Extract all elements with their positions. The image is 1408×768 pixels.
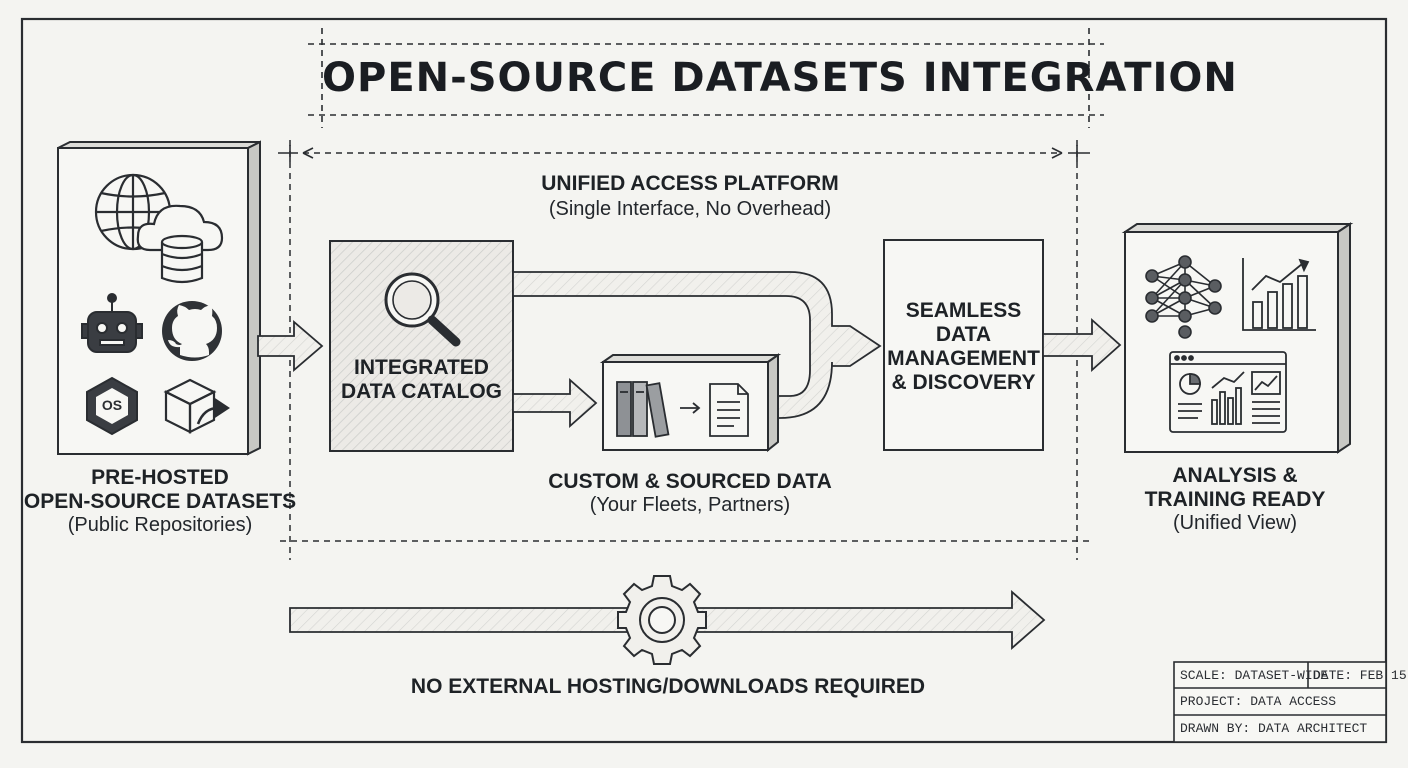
title-box bbox=[308, 28, 1104, 128]
source-label-line2: OPEN-SOURCE DATASETS bbox=[23, 490, 297, 513]
bottom-label: NO EXTERNAL HOSTING/DOWNLOADS REQUIRED bbox=[410, 675, 926, 698]
analysis-sublabel: (Unified View) bbox=[1172, 512, 1298, 534]
title-block-drawn-by: DRAWN BY: DATA ARCHITECT bbox=[1180, 721, 1368, 736]
dimension-line bbox=[278, 145, 1090, 162]
catalog-label-line2: DATA CATALOG bbox=[341, 380, 502, 403]
title-block-scale: SCALE: DATASET-WIDE bbox=[1180, 668, 1329, 683]
robot-icon bbox=[81, 293, 143, 353]
curved-arrow-to-seamless bbox=[512, 271, 882, 419]
custom-sublabel: (Your Fleets, Partners) bbox=[589, 494, 791, 516]
arrow-right-icon bbox=[680, 402, 701, 414]
catalog-box bbox=[329, 240, 514, 452]
custom-heading: CUSTOM & SOURCED DATA bbox=[548, 470, 832, 493]
bar-chart-icon bbox=[1242, 258, 1316, 331]
catalog-label-line1: INTEGRATED bbox=[354, 356, 489, 379]
seamless-line1: SEAMLESS bbox=[905, 299, 1022, 322]
source-sublabel: (Public Repositories) bbox=[67, 514, 253, 536]
outer-frame bbox=[20, 17, 1388, 744]
arrow-to-analysis bbox=[1042, 317, 1122, 373]
magnifier-icon bbox=[384, 272, 461, 347]
seamless-line2: DATA bbox=[935, 323, 992, 346]
analysis-label-line2: TRAINING READY bbox=[1144, 488, 1326, 511]
title-block-project: PROJECT: DATA ACCESS bbox=[1180, 694, 1337, 709]
gear-icon bbox=[617, 575, 707, 665]
neural-network-icon bbox=[1145, 255, 1222, 339]
platform-heading: UNIFIED ACCESS PLATFORM bbox=[541, 172, 839, 195]
cloud-database-icon bbox=[136, 204, 224, 284]
github-icon bbox=[162, 301, 222, 361]
document-icon bbox=[709, 383, 749, 437]
os-badge-label: OS bbox=[101, 397, 123, 413]
seamless-line4: & DISCOVERY bbox=[891, 371, 1036, 394]
dashboard-icon bbox=[1169, 351, 1287, 433]
arrow-to-catalog bbox=[257, 320, 324, 372]
platform-subheading: (Single Interface, No Overhead) bbox=[548, 198, 832, 220]
os-badge-icon bbox=[86, 376, 138, 436]
page-title: OPEN-SOURCE DATASETS INTEGRATION bbox=[322, 55, 1238, 101]
seamless-line3: MANAGEMENT bbox=[887, 347, 1040, 370]
books-icon bbox=[616, 381, 670, 438]
source-label-line1: PRE-HOSTED bbox=[91, 466, 229, 489]
arrow-to-custom bbox=[512, 378, 598, 428]
title-block bbox=[1173, 661, 1387, 743]
title-block-date: DATE: FEB 15 bbox=[1313, 668, 1407, 683]
analysis-label-line1: ANALYSIS & bbox=[1172, 464, 1298, 487]
package-export-icon bbox=[163, 378, 230, 434]
